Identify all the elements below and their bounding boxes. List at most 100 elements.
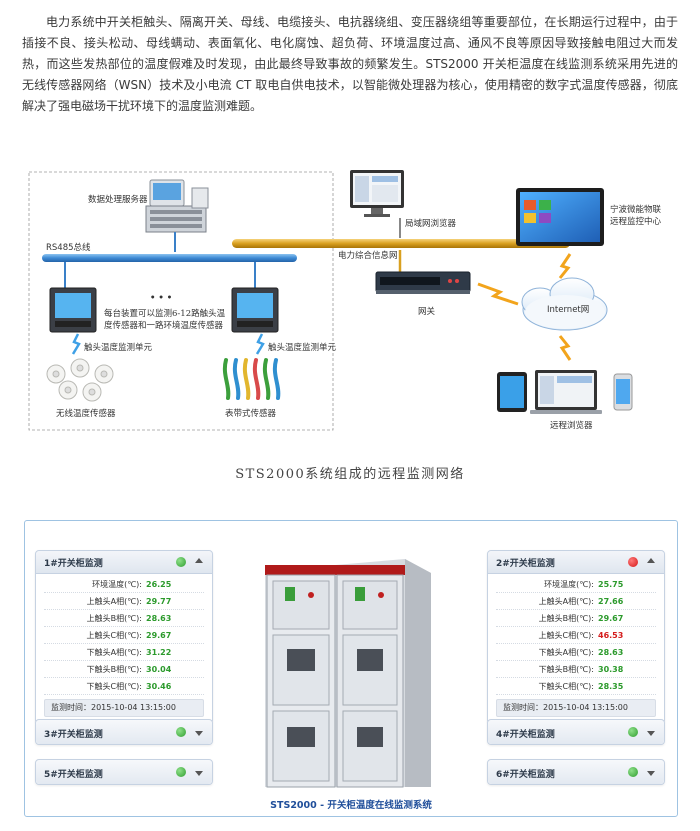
- reading-row: 环境温度(℃): 26.25: [44, 576, 204, 593]
- device-desc-2: 度传感器和一路环境温度传感器: [104, 320, 224, 331]
- collapse-arrow-icon[interactable]: [195, 558, 203, 563]
- cabinet-caption: STS2000 - 开关柜温度在线监测系统: [270, 800, 432, 811]
- cabinet-5-title: 5#开关柜监测: [44, 770, 103, 780]
- lightning-cloud-center: [558, 253, 572, 279]
- reading-row: 上触头C相(℃):46.53: [496, 627, 656, 644]
- gateway-label: 网关: [418, 306, 436, 317]
- remote-center-display-icon: [516, 188, 604, 246]
- data-server-icon: [145, 179, 209, 233]
- reading-label: 下触头A相(℃):: [86, 647, 142, 657]
- reading-label: 下触头C相(℃):: [86, 681, 142, 691]
- left-monitor-unit-icon: [49, 287, 97, 333]
- cabinet-3-title: 3#开关柜监测: [44, 730, 103, 740]
- status-ok-icon: [628, 727, 638, 737]
- power-network-label: 电力综合信息网: [338, 250, 398, 261]
- remote-center-label-1: 宁波微能物联: [610, 204, 662, 215]
- reading-row: 下触头C相(℃): 28.35: [496, 678, 656, 695]
- remote-center-label-2: 远程监控中心: [610, 216, 662, 227]
- data-server-label: 数据处理服务器: [88, 194, 148, 205]
- status-ok-icon: [176, 767, 186, 777]
- reading-value: 28.35: [598, 681, 624, 691]
- cabinet-4-title: 4#开关柜监测: [496, 730, 555, 740]
- expand-arrow-icon[interactable]: [647, 731, 655, 736]
- reading-row: 下触头B相(℃): 30.04: [44, 661, 204, 678]
- cabinet-1-title: 1#开关柜监测: [44, 559, 103, 569]
- contact-unit-label-left: 触头温度监测单元: [84, 342, 153, 353]
- lan-browser-label: 局域网浏览器: [405, 218, 457, 229]
- substation-boundary: [28, 171, 334, 431]
- reading-label: 下触头B相(℃):: [86, 664, 142, 674]
- internet-cloud-icon: [521, 277, 608, 331]
- reading-row: 下触头A相(℃): 28.63: [496, 644, 656, 661]
- cabinet-5-panel[interactable]: 5#开关柜监测: [35, 759, 213, 785]
- rs485-label: RS485总线: [46, 242, 91, 253]
- status-alarm-icon: [628, 557, 638, 567]
- reading-value: 29.77: [146, 596, 172, 606]
- ellipsis-label: • • •: [150, 293, 172, 303]
- reading-row: 下触头A相(℃):31.22: [44, 644, 204, 661]
- reading-label: 上触头C相(℃):: [86, 630, 142, 640]
- expand-arrow-icon[interactable]: [195, 771, 203, 776]
- cabinet-1-panel: 1#开关柜监测 环境温度(℃): 26.25 上触头A相(℃): 29.77 上触头…: [35, 550, 213, 724]
- cabinet-2-title: 2#开关柜监测: [496, 559, 555, 569]
- expand-arrow-icon[interactable]: [647, 771, 655, 776]
- wireless-sensor-icon: [46, 358, 114, 402]
- gateway-icon: [375, 271, 471, 294]
- lightning-gateway-cloud: [477, 282, 519, 306]
- cabinet-6-title: 6#开关柜监测: [496, 770, 555, 780]
- rs485-bus: [42, 254, 297, 262]
- strap-sensor-icon: [222, 358, 281, 400]
- status-ok-icon: [176, 557, 186, 567]
- cabinet-2-panel: 2#开关柜监测 环境温度(℃): 25.75 上触头A相(℃):27.66 上触头…: [487, 550, 665, 724]
- right-monitor-unit-icon: [231, 287, 279, 333]
- reading-value: 25.75: [598, 579, 624, 589]
- reading-label: 上触头A相(℃):: [86, 596, 142, 606]
- reading-label: 上触头A相(℃):: [538, 596, 594, 606]
- reading-value: 30.04: [146, 664, 172, 674]
- remote-browser-devices-icon: [497, 370, 633, 414]
- reading-row: 上触头C相(℃): 29.67: [44, 627, 204, 644]
- cabinet-6-panel[interactable]: 6#开关柜监测: [487, 759, 665, 785]
- reading-value: 28.63: [598, 647, 624, 657]
- device-desc-1: 每台装置可以监测6-12路触头温: [104, 308, 226, 319]
- monitor-time-label: 监测时间：: [51, 703, 91, 712]
- reading-label: 环境温度(℃):: [92, 579, 142, 589]
- monitoring-dashboard: 1#开关柜监测 环境温度(℃): 26.25 上触头A相(℃): 29.77 上触头…: [24, 520, 678, 817]
- reading-value: 29.67: [146, 630, 172, 640]
- internet-label: Internet网: [547, 305, 589, 315]
- strap-sensor-label: 表带式传感器: [225, 408, 277, 419]
- intro-paragraph: 电力系统中开关柜触头、隔离开关、母线、电缆接头、电抗器绕组、变压器绕组等重要部位…: [22, 15, 678, 113]
- diagram-caption: STS2000系统组成的远程监测网络: [235, 467, 465, 482]
- reading-row: 下触头C相(℃): 30.46: [44, 678, 204, 695]
- switchgear-cabinet-image: [265, 559, 431, 788]
- monitor-time-label: 监测时间：: [503, 703, 543, 712]
- reading-row: 环境温度(℃): 25.75: [496, 576, 656, 593]
- reading-label: 上触头B相(℃):: [538, 613, 594, 623]
- network-diagram: 数据处理服务器 RS485总线 电力综合信息网 局域网浏览器 网关 宁波微: [28, 170, 662, 431]
- reading-value: 26.25: [146, 579, 172, 589]
- reading-label: 下触头A相(℃):: [538, 647, 594, 657]
- reading-label: 下触头B相(℃):: [538, 664, 594, 674]
- cabinet-1-header[interactable]: 1#开关柜监测: [36, 551, 212, 574]
- cabinet-2-header[interactable]: 2#开关柜监测: [488, 551, 664, 574]
- reading-value: 30.46: [146, 681, 172, 691]
- wireless-sensor-label: 无线温度传感器: [56, 408, 116, 419]
- reading-label: 环境温度(℃):: [544, 579, 594, 589]
- expand-arrow-icon[interactable]: [195, 731, 203, 736]
- reading-value: 28.63: [146, 613, 172, 623]
- reading-value: 29.67: [598, 613, 624, 623]
- cabinet-4-panel[interactable]: 4#开关柜监测: [487, 719, 665, 745]
- reading-row: 上触头A相(℃): 29.77: [44, 593, 204, 610]
- reading-row: 上触头A相(℃):27.66: [496, 593, 656, 610]
- reading-label: 下触头C相(℃):: [538, 681, 594, 691]
- monitor-time: 监测时间：2015-10-04 13:15:00: [44, 699, 204, 717]
- cabinet-3-panel[interactable]: 3#开关柜监测: [35, 719, 213, 745]
- collapse-arrow-icon[interactable]: [647, 558, 655, 563]
- reading-label: 上触头B相(℃):: [86, 613, 142, 623]
- lightning-left-unit: [71, 333, 81, 355]
- remote-browser-label: 远程浏览器: [550, 420, 593, 431]
- lightning-right-unit: [255, 333, 265, 355]
- monitor-time-value: 2015-10-04 13:15:00: [543, 703, 628, 712]
- reading-row: 下触头B相(℃):30.38: [496, 661, 656, 678]
- reading-value-alarm: 46.53: [598, 630, 624, 640]
